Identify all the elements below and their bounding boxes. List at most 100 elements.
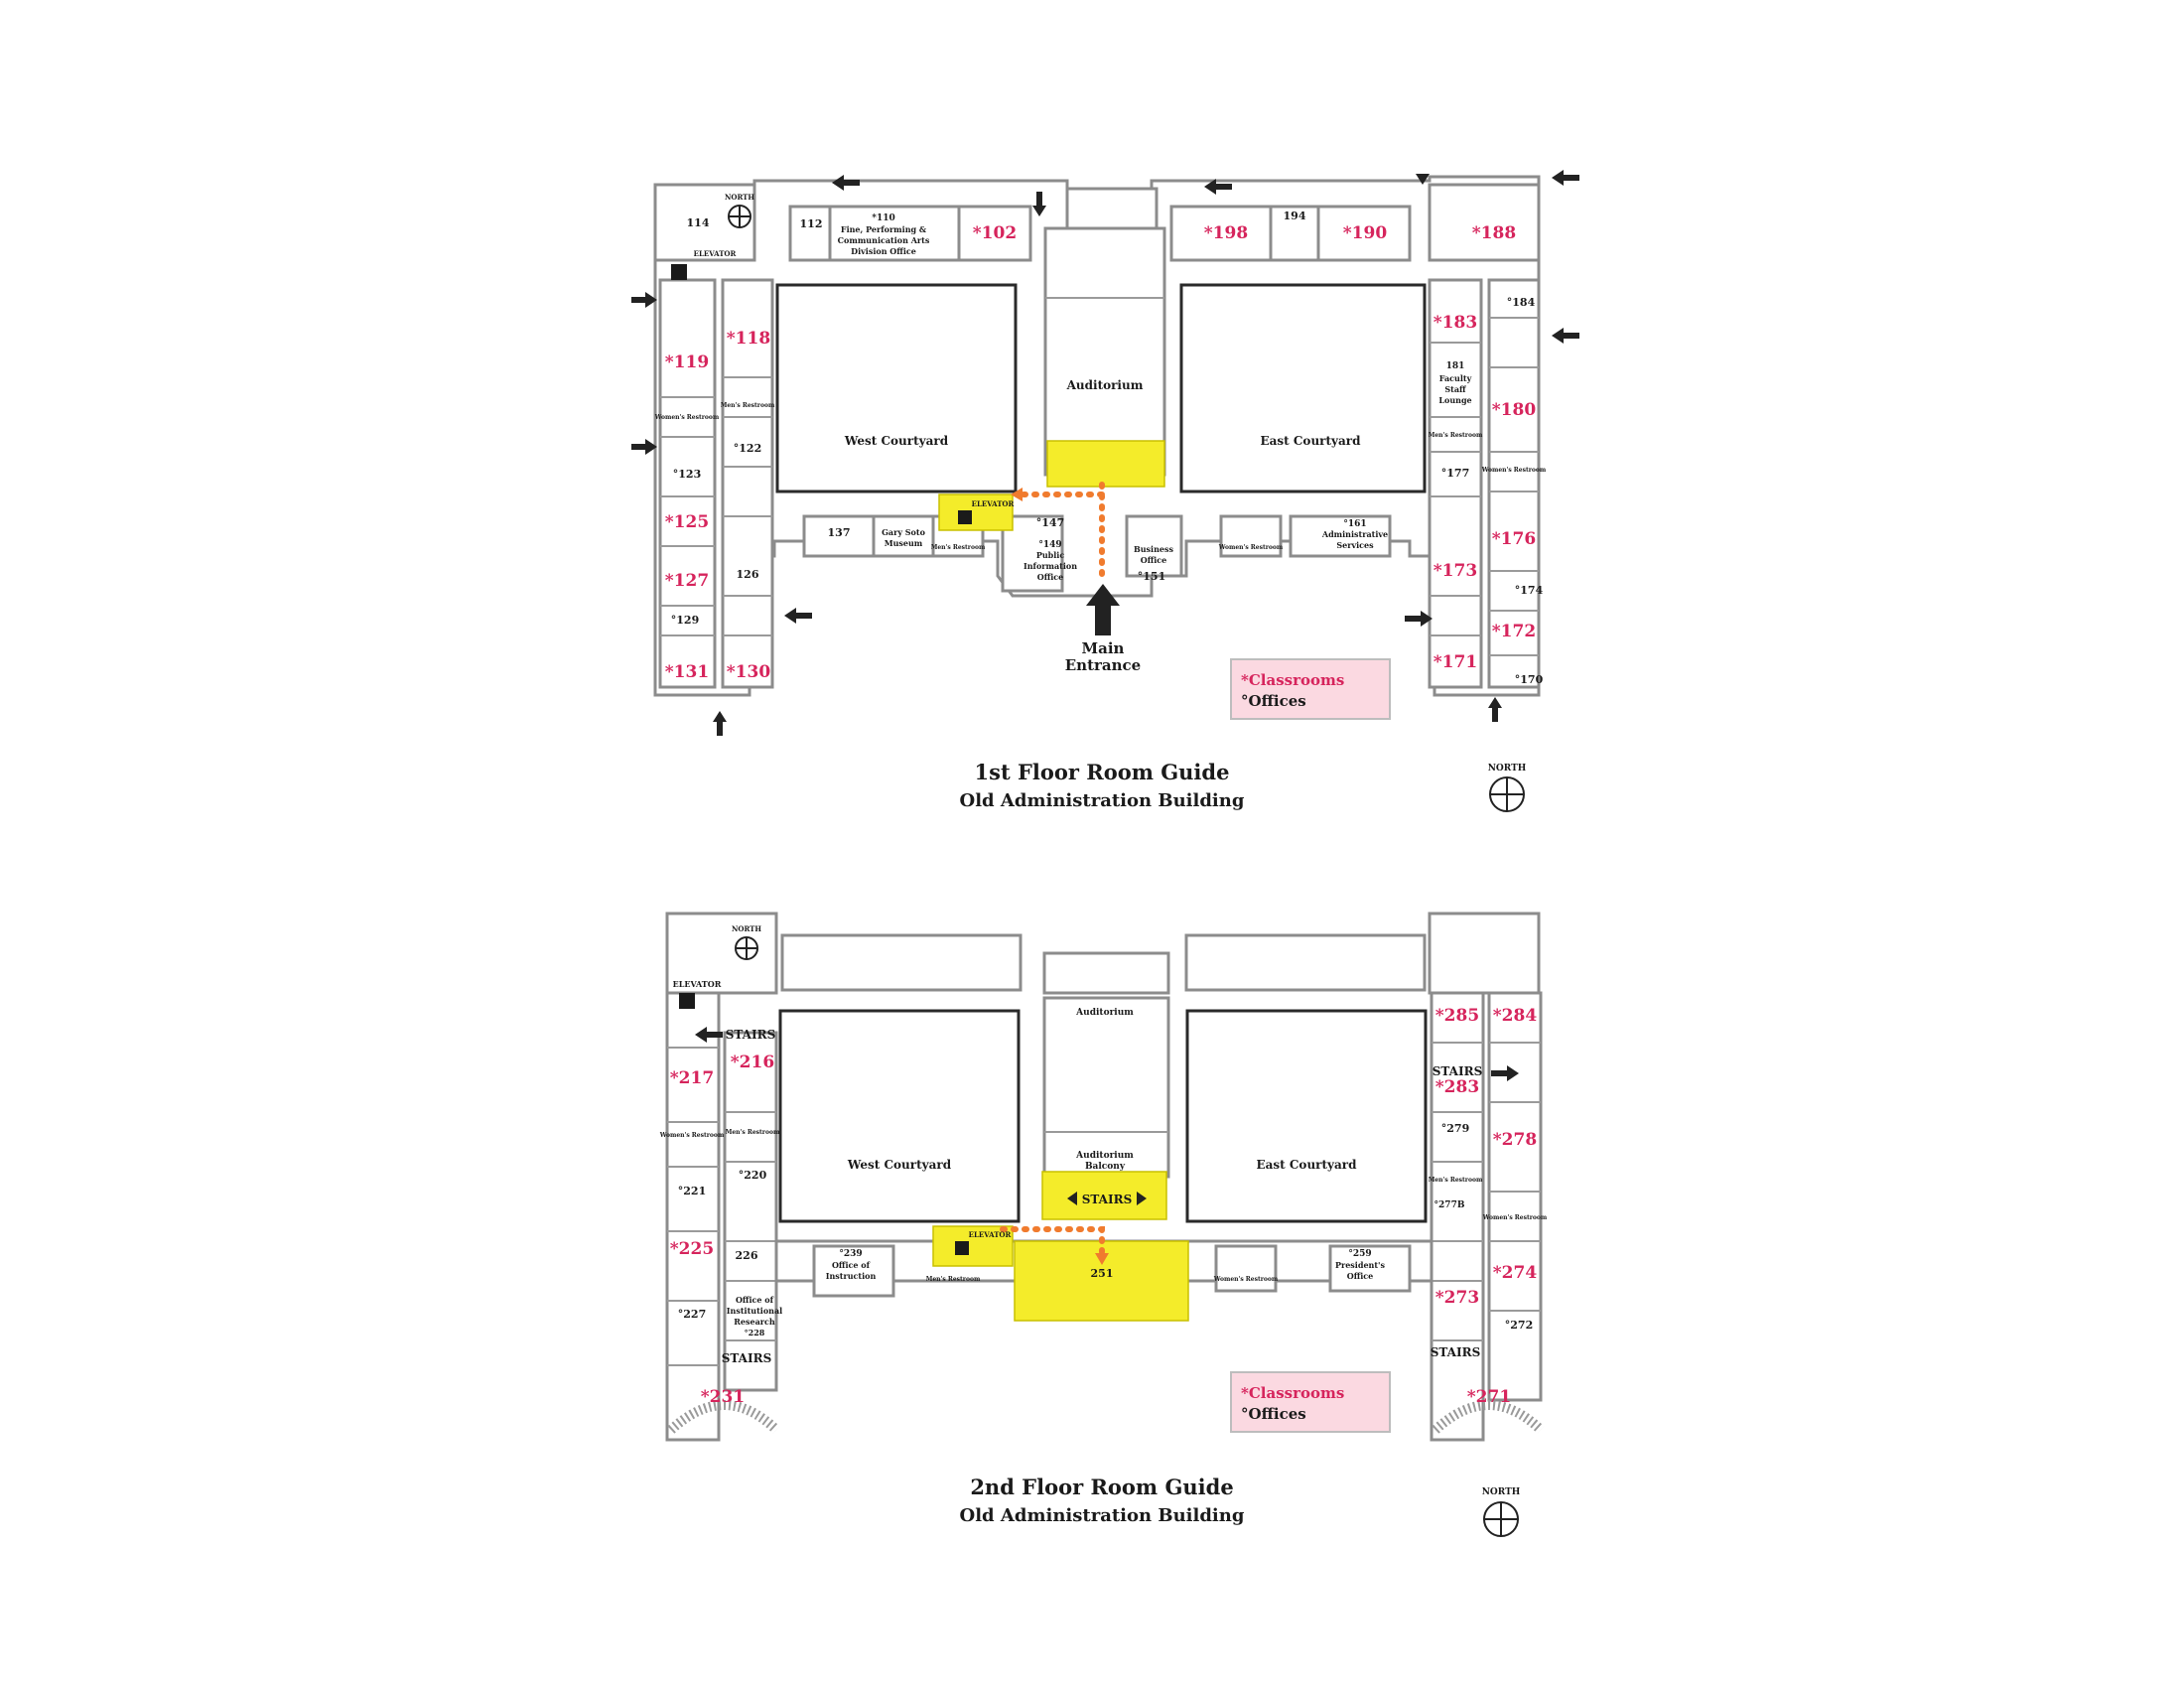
room-137: 137 — [828, 526, 851, 539]
floor1-label-r181-b: Faculty — [1439, 373, 1472, 383]
floor1-main-entrance-label-2: Entrance — [1065, 656, 1141, 674]
floor2-legend-classrooms: *Classrooms — [1241, 1384, 1344, 1402]
floor1-label-r149-a: °149 — [1038, 540, 1061, 550]
floor2-title: 2nd Floor Room Guide — [970, 1475, 1233, 1499]
floor2-label-r259-b: President's — [1335, 1260, 1386, 1270]
floor2-label-r228-d: °228 — [745, 1328, 765, 1337]
floor2-label-mens-restroom-w: Men's Restroom — [726, 1129, 780, 1136]
room-251: 251 — [1091, 1267, 1114, 1280]
floor2-north-label: NORTH — [1482, 1487, 1521, 1497]
floor1-route-arrowhead — [1011, 488, 1023, 501]
floor1-auditorium-lobby-highlight — [1046, 440, 1165, 488]
floor1-label-r149-c: Information — [1024, 561, 1077, 571]
floor1-plan-north-label: NORTH — [725, 193, 754, 202]
floor2-label-r239-a: °239 — [839, 1249, 862, 1259]
room-188: *188 — [1472, 223, 1516, 243]
room-170: °170 — [1515, 673, 1544, 686]
room-173: *173 — [1433, 561, 1477, 581]
floor1-main-entrance-label-1: Main — [1082, 639, 1125, 657]
floor1-east-courtyard — [1179, 283, 1427, 493]
floor2-label-r239-c: Instruction — [826, 1271, 877, 1281]
floor1-label-mens-restroom-c: Men's Restroom — [931, 544, 986, 551]
floor1-elevator-highlight — [938, 493, 1014, 531]
floor1-title: 1st Floor Room Guide — [975, 760, 1230, 784]
room-284: *284 — [1493, 1006, 1538, 1026]
room-194: 194 — [1284, 210, 1306, 222]
floor1-label-gary-soto-2: Museum — [885, 538, 923, 548]
room-221: °221 — [678, 1185, 706, 1197]
floor2-legend-offices: °Offices — [1241, 1405, 1306, 1423]
floor2-label-womens-restroom-c: Women's Restroom — [1213, 1276, 1279, 1283]
floor1-label-mens-restroom-w: Men's Restroom — [721, 402, 775, 409]
floor1-label-elevator-nw: ELEVATOR — [694, 249, 737, 258]
floor1-label-r161-c: Services — [1336, 540, 1374, 550]
floor2-legend — [1230, 1371, 1391, 1433]
room-151: °151 — [1138, 570, 1165, 583]
room-130: *130 — [727, 662, 771, 682]
room-274: *274 — [1493, 1263, 1538, 1283]
room-277b: °277B — [1434, 1200, 1465, 1210]
floor1-label-r110-b: Fine, Performing & — [841, 224, 927, 234]
room-127: *127 — [665, 571, 709, 591]
room-271: *271 — [1467, 1387, 1511, 1407]
floor2-label-stairs-ne: STAIRS — [1433, 1064, 1483, 1078]
floor1-subtitle: Old Administration Building — [960, 790, 1245, 811]
room-227: °227 — [678, 1308, 706, 1321]
room-102: *102 — [973, 223, 1017, 243]
room-184: °184 — [1507, 296, 1536, 309]
floor2-label-auditorium-balcony-2: Balcony — [1085, 1162, 1126, 1172]
room-285: *285 — [1435, 1006, 1479, 1026]
floor1-main-entrance-arrow — [1086, 584, 1120, 635]
floor1-label-elevator-center: ELEVATOR — [972, 499, 1015, 508]
floor1-label-gary-soto-1: Gary Soto — [882, 527, 925, 537]
floor2-label-elevator-nw: ELEVATOR — [673, 979, 722, 989]
room-176: *176 — [1492, 529, 1536, 549]
room-112: 112 — [800, 217, 823, 230]
floor2-east-courtyard — [1185, 1009, 1428, 1223]
floor2-label-r228-c: Research — [734, 1317, 775, 1327]
floor2-label-mens-restroom-c: Men's Restroom — [926, 1276, 981, 1283]
floor1-label-r181-c: Staff — [1444, 384, 1466, 394]
floor2-label-r259-a: °259 — [1348, 1249, 1371, 1259]
floor1-label-r181-a: 181 — [1446, 361, 1465, 371]
floor1-label-r110-a: *110 — [872, 213, 895, 223]
floor2-label-r228-b: Institutional — [727, 1306, 782, 1316]
floor2-label-west-courtyard: West Courtyard — [847, 1158, 952, 1172]
floor1-label-auditorium: Auditorium — [1066, 378, 1144, 392]
room-220: °220 — [739, 1169, 767, 1182]
floor2-plan-north-label: NORTH — [732, 924, 761, 933]
room-118: *118 — [727, 329, 770, 349]
floor1-label-business-1: Business — [1134, 544, 1174, 554]
floor1-label-r181-d: Lounge — [1438, 395, 1471, 405]
floor1-label-r161-b: Administrative — [1321, 529, 1388, 539]
room-129: °129 — [671, 614, 699, 627]
floor1-legend — [1230, 658, 1391, 720]
room-273: *273 — [1435, 1288, 1479, 1308]
room-278: *278 — [1493, 1130, 1537, 1150]
floor2-label-mens-restroom-e: Men's Restroom — [1429, 1177, 1483, 1184]
floor1-legend-classrooms: *Classrooms — [1241, 671, 1344, 689]
floor2-elevator-center-icon — [955, 1241, 969, 1255]
floor2-label-r259-c: Office — [1347, 1271, 1374, 1281]
floor1-label-west-courtyard: West Courtyard — [844, 434, 949, 448]
floor2-label-stairs-sw: STAIRS — [722, 1351, 772, 1365]
floor2-west-courtyard — [778, 1009, 1021, 1223]
floor1-label-r149-d: Office — [1037, 572, 1064, 582]
room-226: 226 — [736, 1249, 758, 1262]
room-225: *225 — [670, 1239, 714, 1259]
floor2-auditorium — [1042, 996, 1170, 1179]
room-174: °174 — [1515, 584, 1544, 597]
floor1-label-womens-restroom-w: Women's Restroom — [654, 414, 720, 421]
room-283: *283 — [1435, 1077, 1479, 1097]
room-183: *183 — [1433, 313, 1477, 333]
floor1-label-mens-restroom-e: Men's Restroom — [1429, 432, 1483, 439]
room-279: °279 — [1441, 1122, 1469, 1135]
floor1-label-r110-c: Communication Arts — [838, 235, 930, 245]
floor2-elevator-nw-icon — [679, 993, 695, 1009]
floor1-label-east-courtyard: East Courtyard — [1260, 434, 1361, 448]
floor1-label-r161-a: °161 — [1343, 519, 1366, 529]
room-217: *217 — [670, 1068, 714, 1088]
floor2-label-auditorium-balcony-1: Auditorium — [1075, 1151, 1134, 1161]
floor1-label-r110-d: Division Office — [851, 246, 916, 256]
